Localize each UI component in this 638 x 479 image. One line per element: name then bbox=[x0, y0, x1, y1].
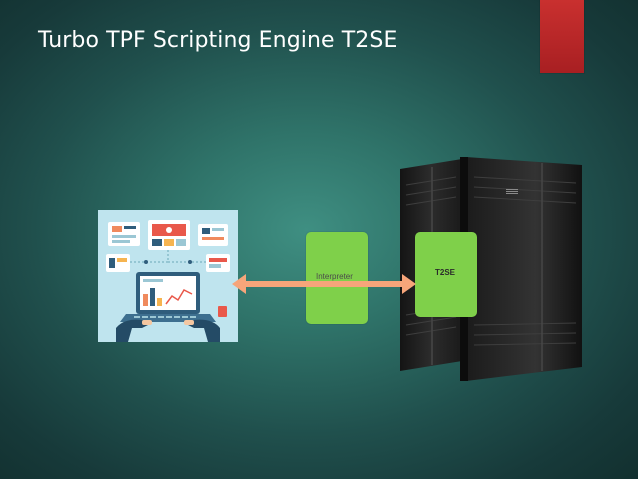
double-arrow-icon bbox=[232, 274, 416, 294]
slide-title: Turbo TPF Scripting Engine T2SE bbox=[38, 28, 398, 53]
t2se-label: T2SE bbox=[435, 268, 456, 277]
t2se-box bbox=[415, 232, 477, 317]
accent-red-tab bbox=[540, 0, 584, 73]
laptop-dashboard-illustration bbox=[98, 210, 238, 342]
interpreter-label: Interpreter bbox=[316, 272, 353, 281]
interpreter-box bbox=[306, 232, 368, 324]
brand-stripes-icon bbox=[506, 189, 518, 194]
